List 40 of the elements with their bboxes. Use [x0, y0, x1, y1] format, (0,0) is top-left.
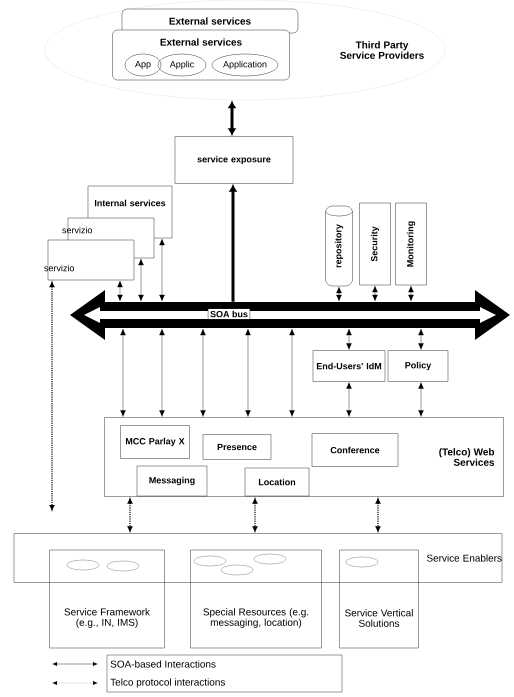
arrow	[346, 382, 352, 417]
enabler-box: Special Resources (e.g. messaging, location)	[190, 550, 322, 648]
arrow	[117, 280, 123, 302]
process-box: Messaging	[136, 466, 208, 496]
process-box: Presence	[202, 434, 272, 460]
process-box: MCC Parlay X	[120, 425, 190, 459]
arrow	[159, 328, 165, 417]
arrow	[418, 328, 424, 350]
bus-label: SOA bus	[208, 308, 250, 320]
arrow	[252, 498, 258, 532]
process-box: Policy	[388, 350, 448, 382]
process-box: Location	[244, 468, 310, 496]
arrow	[245, 328, 251, 417]
process-box: End-Users' IdM	[312, 350, 386, 382]
legend-text: Telco protocol interactions	[110, 678, 225, 688]
process-box: Security	[359, 202, 391, 286]
arrow	[289, 328, 295, 417]
arrow	[336, 286, 342, 302]
repository-cylinder: repository	[325, 206, 353, 286]
arrow	[128, 498, 132, 532]
arrow	[200, 328, 206, 417]
process-box: Monitoring	[395, 202, 427, 286]
arrow	[120, 328, 126, 417]
process-box: Conference	[312, 433, 398, 467]
arrow	[372, 286, 378, 302]
enabler-box: Service Framework (e.g., IN, IMS)	[49, 550, 165, 648]
enabler-box: Service Vertical Solutions	[339, 550, 419, 648]
process-box: service exposure	[174, 136, 294, 184]
arrow	[229, 185, 237, 302]
enabler-band: Service Enablers	[14, 533, 502, 583]
arrow	[138, 258, 144, 302]
arrow	[346, 328, 352, 350]
service-box: servizio	[44, 240, 134, 280]
legend-text: SOA-based Interactions	[110, 660, 216, 668]
arrow	[418, 382, 424, 417]
arrow	[376, 498, 380, 532]
arrow	[159, 238, 165, 302]
arrow	[50, 282, 54, 510]
arrow	[228, 102, 236, 135]
arrow	[408, 286, 414, 302]
